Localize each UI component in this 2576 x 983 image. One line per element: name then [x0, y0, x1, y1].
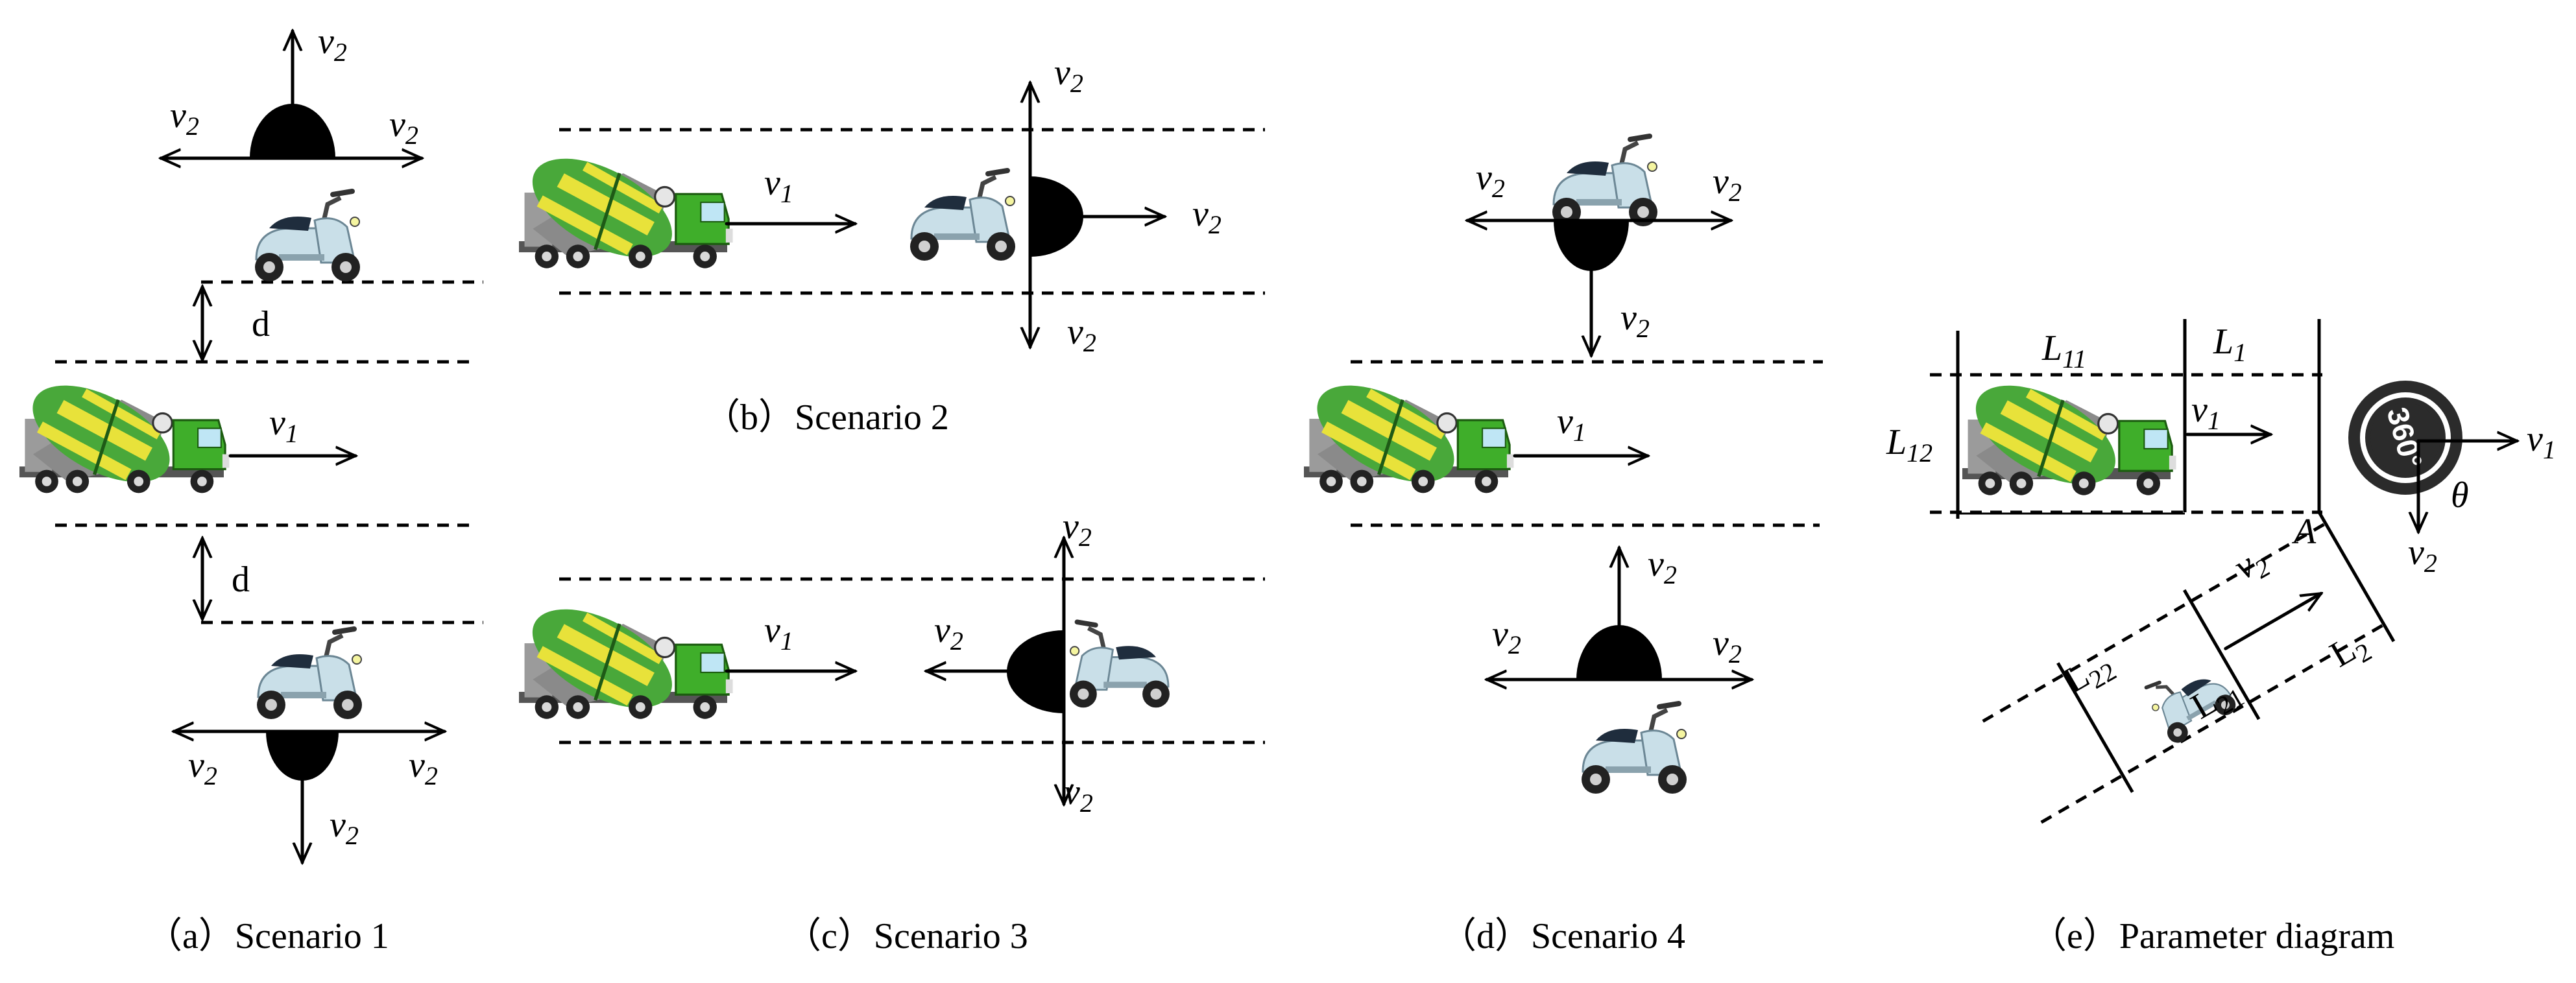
v1-label: v1 [269, 403, 298, 448]
scenario-2-panel: v1 v2 v2 v2 （b）Scenario 2 [517, 53, 1265, 438]
v2-label: v2 [1067, 312, 1096, 357]
v2-label: v2 [170, 95, 199, 141]
L21-boundary [2182, 589, 2261, 720]
v2-label: v2 [1192, 194, 1222, 239]
caption-a: （a）Scenario 1 [146, 916, 389, 956]
scooter-icon [255, 191, 360, 281]
concrete-mixer-truck-icon [18, 366, 229, 502]
v2-label: v2 [1054, 53, 1083, 98]
scooter-icon [1582, 704, 1687, 794]
caption-d: （d）Scenario 4 [1440, 916, 1685, 956]
L11-label: L11 [2041, 328, 2086, 373]
scooter-icon [1070, 622, 1170, 707]
v2-label: v2 [389, 104, 418, 150]
concrete-mixer-truck-icon [517, 138, 733, 277]
scenario-3-panel: v1 v2 v2 v2 （c）Scenario 3 [517, 506, 1265, 956]
L22-label: L22 [2057, 642, 2121, 705]
concrete-mixer-truck-icon [517, 589, 733, 728]
caption-c: （c）Scenario 3 [785, 916, 1028, 956]
v2-label: v2 [1063, 506, 1092, 552]
theta-label: θ [2451, 475, 2469, 515]
L2-label: L2 [2324, 622, 2377, 680]
obstacle-dome [1007, 630, 1064, 713]
gap-label-d-bottom: d [232, 560, 250, 600]
v2-label: v2 [188, 745, 217, 790]
concrete-mixer-truck-icon [1960, 365, 2176, 504]
v1-label: v1 [1557, 401, 1586, 447]
scooter-icon [910, 171, 1015, 261]
v2-label: v2 [318, 21, 347, 67]
scenario-4-panel: v1 v2 v2 v2 v2 v2 v2 （d）Scenario 4 [1302, 136, 1823, 956]
v2-label: v2 [934, 610, 963, 656]
v1-label: v1 [764, 163, 793, 208]
L12-label: L12 [1886, 422, 1932, 468]
L2-boundary [2317, 511, 2396, 643]
L22-boundary [2056, 662, 2134, 793]
caption-e: （e）Parameter diagram [2030, 916, 2394, 956]
v2-label: v2 [1648, 544, 1677, 589]
v2-label: v2 [1620, 298, 1650, 343]
lane-line [1982, 519, 2332, 723]
v2-label: v2 [409, 745, 438, 790]
v2-label: v2 [330, 805, 359, 850]
gap-label-d-top: d [252, 304, 270, 344]
v2-label: v2 [2228, 538, 2276, 592]
camera-360-icon: 360° [2348, 381, 2462, 495]
v2-label: v2 [2408, 532, 2437, 578]
v1-label: v1 [2527, 419, 2556, 464]
scooter-icon [1552, 136, 1657, 226]
lane-line [2040, 620, 2390, 824]
v2-label: v2 [1713, 161, 1742, 207]
A-label: A [2291, 512, 2317, 552]
caption-b: （b）Scenario 2 [704, 397, 949, 438]
v1-label: v1 [2191, 390, 2221, 435]
scooter-velocity-arrow [2224, 593, 2321, 650]
v2-label: v2 [1064, 772, 1093, 818]
v2-label: v2 [1492, 614, 1521, 659]
concrete-mixer-truck-icon [1302, 366, 1513, 502]
scenario-1-panel: d d v1 v2 v2 v2 v2 v2 v2 （a）Scenario 1 [18, 21, 483, 956]
v1-label: v1 [764, 610, 793, 656]
v2-label: v2 [1713, 623, 1742, 669]
scooter-icon [257, 629, 362, 719]
parameter-diagram-panel: L11 L12 L1 v1 360° v1 v2 θ v2 A L22 [1886, 319, 2556, 956]
v2-label: v2 [1476, 158, 1505, 203]
L1-label: L1 [2213, 322, 2246, 367]
